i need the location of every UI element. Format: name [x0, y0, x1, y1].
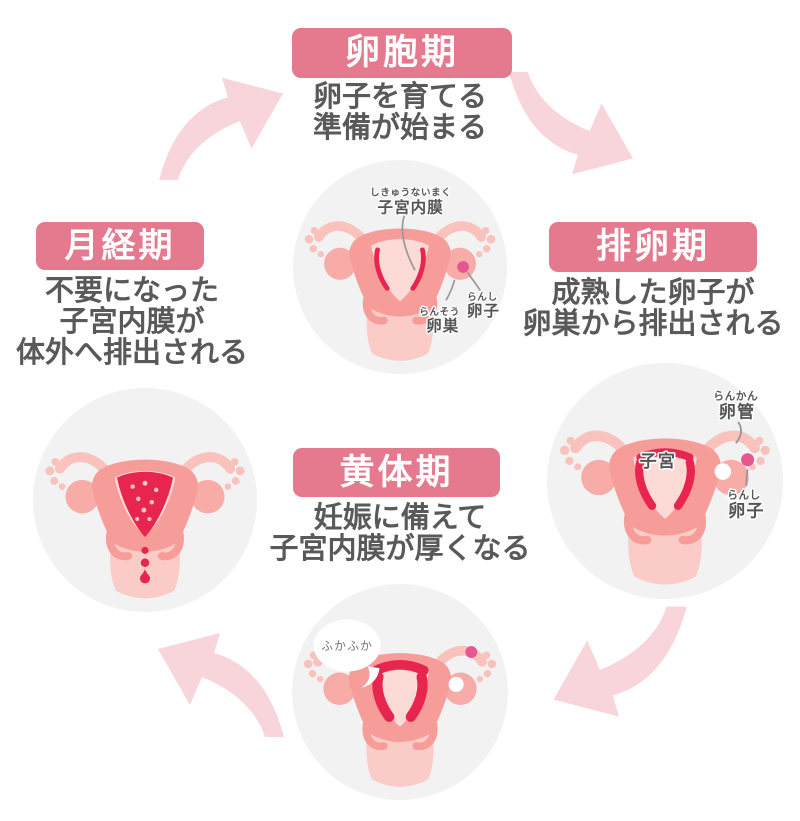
ovary-release-hole	[714, 463, 732, 480]
caption-line: 不要になった	[44, 275, 219, 307]
cycle-arrow-to-luteal-icon	[545, 604, 693, 736]
phase-badge-menstrual: 月経期	[36, 222, 204, 270]
label-endometrium-furigana: しきゅうないまく	[370, 186, 451, 198]
egg-dot	[741, 453, 755, 467]
uterine-cavity	[370, 663, 430, 727]
uterus-illustration-luteal: ふかふか	[292, 584, 508, 800]
phase-caption-luteal: 妊娠に備えて 子宮内膜が厚くなる	[262, 503, 538, 565]
label-ovary-furigana: らんそう	[419, 307, 460, 318]
arrow-icon	[159, 77, 283, 180]
phase-caption-ovulation: 成熟した卵子が 卵巣から排出される	[517, 278, 789, 340]
phase-badge-luteal: 黄体期	[293, 448, 500, 497]
speech-bubble-text: ふかふか	[321, 639, 373, 653]
endometrium-thin	[374, 247, 426, 291]
caption-line: 子宮内膜が	[59, 306, 205, 338]
phase-badge-follicular: 卵胞期	[292, 28, 512, 78]
egg-dot-in-tube	[465, 646, 478, 658]
uterine-cavity	[371, 239, 429, 302]
label-egg: 卵子	[728, 500, 765, 520]
speech-bubble: ふかふか	[313, 619, 381, 688]
uterus-illustration-menstrual	[33, 388, 257, 612]
arrow-icon	[553, 606, 687, 717]
leader-line	[466, 271, 481, 291]
illustration-ovulation: らんかん 卵管 子宮 らんし 卵子	[547, 363, 783, 599]
label-uterus: 子宮	[640, 451, 677, 471]
ovary-left	[323, 672, 356, 705]
label-tube-furigana: らんかん	[713, 391, 758, 403]
uterine-cavity	[633, 450, 697, 519]
label-egg: 卵子	[467, 301, 500, 320]
arrow-icon	[158, 633, 284, 737]
endometrium-shedding	[117, 471, 173, 537]
illustration-luteal: ふかふか	[292, 584, 508, 800]
uterus-illustration-ovulation: らんかん 卵管 子宮 らんし 卵子	[547, 363, 783, 599]
label-endometrium: 子宮内膜	[378, 197, 444, 216]
leader-line	[445, 279, 456, 301]
egg-dot	[457, 261, 470, 273]
ovary-release-hole	[448, 676, 464, 692]
label-egg-furigana: らんし	[467, 292, 497, 303]
illustration-menstrual	[33, 388, 257, 612]
endometrium-medium	[635, 448, 695, 510]
caption-line: 体外へ排出される	[15, 337, 248, 369]
caption-line: 成熟した卵子が	[551, 277, 755, 309]
cycle-arrow-to-menstrual-icon	[150, 614, 290, 740]
leader-line	[735, 421, 742, 444]
caption-line: 卵子を育てる	[312, 81, 487, 113]
label-ovary: 卵巣	[426, 316, 459, 335]
cycle-arrow-to-follicular-icon	[152, 62, 292, 180]
leader-line	[745, 469, 749, 486]
illustration-follicular: しきゅうないまく 子宮内膜 らんし 卵子 らんそう 卵巣	[293, 160, 507, 374]
ovary-left	[324, 247, 357, 280]
uterus-illustration-follicular: しきゅうないまく 子宮内膜 らんし 卵子 らんそう 卵巣	[293, 160, 507, 374]
ovary-right	[190, 479, 225, 514]
phase-caption-follicular: 卵子を育てる 準備が始まる	[240, 82, 560, 144]
menstrual-drops	[139, 546, 151, 584]
caption-line: 妊娠に備えて	[313, 502, 487, 534]
label-egg-furigana: らんし	[727, 490, 761, 502]
ovary-left	[581, 459, 617, 496]
leader-line	[401, 215, 416, 271]
endometrium-thick	[371, 659, 429, 722]
phase-caption-menstrual: 不要になった 子宮内膜が 体外へ排出される	[4, 276, 260, 369]
label-tube: 卵管	[719, 401, 756, 421]
caption-line: 卵巣から排出される	[522, 308, 784, 340]
arrow-icon	[509, 72, 633, 175]
ovary-left	[65, 479, 100, 514]
caption-line: 準備が始まる	[312, 112, 487, 144]
phase-badge-ovulation: 排卵期	[549, 222, 757, 272]
caption-line: 子宮内膜が厚くなる	[269, 533, 531, 565]
cycle-arrow-to-ovulation-icon	[502, 72, 642, 190]
